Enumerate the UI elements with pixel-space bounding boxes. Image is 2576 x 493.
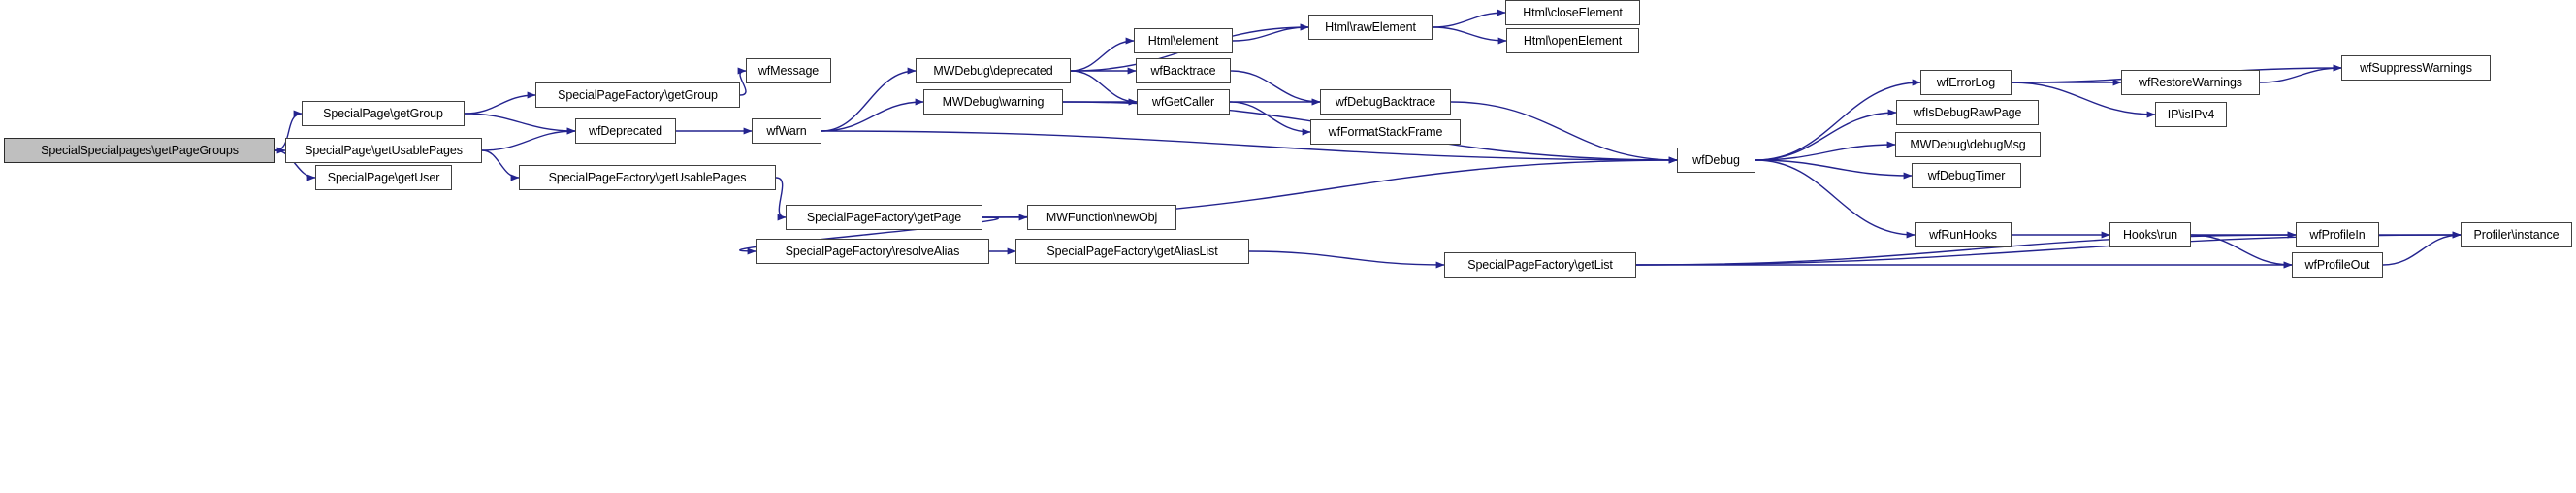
graph-node-n33[interactable]: wfProfileIn xyxy=(2296,222,2379,247)
graph-node-n19[interactable]: Html\openElement xyxy=(1506,28,1639,53)
graph-node-n22[interactable]: SpecialPageFactory\getAliasList xyxy=(1015,239,1249,264)
graph-node-n34[interactable]: Profiler\instance xyxy=(2461,222,2572,247)
graph-node-label: wfMessage xyxy=(757,63,820,78)
graph-node-n24[interactable]: wfErrorLog xyxy=(1920,70,2012,95)
graph-node-label: MWDebug\deprecated xyxy=(933,63,1053,78)
graph-node-n26[interactable]: MWDebug\debugMsg xyxy=(1895,132,2041,157)
graph-node-n1[interactable]: SpecialPage\getGroup xyxy=(302,101,465,126)
graph-node-n25[interactable]: wfIsDebugRawPage xyxy=(1896,100,2039,125)
graph-node-n2[interactable]: SpecialPage\getUsablePages xyxy=(285,138,482,163)
graph-node-n3[interactable]: SpecialPage\getUser xyxy=(315,165,452,190)
graph-node-label: wfBacktrace xyxy=(1150,63,1216,78)
graph-node-n36[interactable]: SpecialPageFactory\getList xyxy=(1444,252,1636,278)
graph-node-n13[interactable]: wfBacktrace xyxy=(1136,58,1231,83)
graph-node-label: wfDebugBacktrace xyxy=(1335,94,1436,109)
graph-node-n6[interactable]: SpecialPageFactory\getUsablePages xyxy=(519,165,776,190)
graph-node-label: wfFormatStackFrame xyxy=(1328,124,1443,139)
graph-node-n32[interactable]: Hooks\run xyxy=(2109,222,2191,247)
graph-node-label: Html\element xyxy=(1147,33,1219,48)
graph-node-n11[interactable]: MWDebug\warning xyxy=(923,89,1063,115)
graph-node-n21[interactable]: SpecialPageFactory\resolveAlias xyxy=(756,239,989,264)
graph-node-label: SpecialSpecialpages\getPageGroups xyxy=(41,143,239,157)
graph-node-label: wfDebugTimer xyxy=(1927,168,2006,182)
graph-node-label: wfDeprecated xyxy=(589,123,662,138)
graph-node-n17[interactable]: Html\rawElement xyxy=(1308,15,1433,40)
graph-node-label: SpecialPageFactory\resolveAlias xyxy=(785,244,960,258)
graph-node-n16[interactable]: wfFormatStackFrame xyxy=(1310,119,1461,145)
graph-node-n29[interactable]: IP\isIPv4 xyxy=(2155,102,2227,127)
graph-node-n28[interactable]: wfRestoreWarnings xyxy=(2121,70,2260,95)
graph-node-label: wfRunHooks xyxy=(1929,227,1997,242)
graph-node-label: MWDebug\debugMsg xyxy=(1910,137,2026,151)
graph-node-n23[interactable]: wfDebug xyxy=(1677,148,1755,173)
graph-node-label: Hooks\run xyxy=(2122,227,2178,242)
graph-node-label: MWDebug\warning xyxy=(942,94,1045,109)
graph-node-label: Html\openElement xyxy=(1523,33,1623,48)
graph-node-label: IP\isIPv4 xyxy=(2167,107,2215,121)
graph-node-label: Profiler\instance xyxy=(2473,227,2560,242)
graph-node-n7[interactable]: wfMessage xyxy=(746,58,831,83)
graph-node-label: SpecialPage\getGroup xyxy=(323,106,443,120)
graph-node-label: wfDebug xyxy=(1692,152,1740,167)
graph-node-label: wfProfileOut xyxy=(2304,257,2370,272)
graph-node-n31[interactable]: wfRunHooks xyxy=(1915,222,2012,247)
graph-node-n9[interactable]: SpecialPageFactory\getPage xyxy=(786,205,982,230)
graph-node-n12[interactable]: Html\element xyxy=(1134,28,1233,53)
graph-node-n18[interactable]: Html\closeElement xyxy=(1505,0,1640,25)
graph-node-n15[interactable]: wfDebugBacktrace xyxy=(1320,89,1451,115)
graph-node-n0[interactable]: SpecialSpecialpages\getPageGroups xyxy=(4,138,275,163)
graph-node-label: SpecialPageFactory\getAliasList xyxy=(1046,244,1218,258)
graph-node-label: wfErrorLog xyxy=(1936,75,1996,89)
graph-node-label: wfRestoreWarnings xyxy=(2139,75,2242,89)
graph-node-n30[interactable]: wfSuppressWarnings xyxy=(2341,55,2491,81)
graph-node-label: SpecialPageFactory\getUsablePages xyxy=(548,170,747,184)
graph-node-n4[interactable]: SpecialPageFactory\getGroup xyxy=(535,82,740,108)
graph-node-label: wfGetCaller xyxy=(1151,94,1215,109)
graph-node-label: Html\closeElement xyxy=(1523,5,1623,19)
graph-node-label: MWFunction\newObj xyxy=(1046,210,1158,224)
graph-node-n27[interactable]: wfDebugTimer xyxy=(1912,163,2021,188)
graph-node-label: wfIsDebugRawPage xyxy=(1913,105,2022,119)
graph-node-n35[interactable]: wfProfileOut xyxy=(2292,252,2383,278)
graph-node-label: SpecialPageFactory\getGroup xyxy=(558,87,718,102)
graph-node-n10[interactable]: MWDebug\deprecated xyxy=(916,58,1071,83)
graph-node-label: SpecialPageFactory\getPage xyxy=(806,210,962,224)
graph-node-label: wfWarn xyxy=(766,123,807,138)
graph-node-n20[interactable]: MWFunction\newObj xyxy=(1027,205,1176,230)
graph-node-n14[interactable]: wfGetCaller xyxy=(1137,89,1230,115)
graph-node-label: wfSuppressWarnings xyxy=(2360,60,2472,75)
graph-node-label: SpecialPage\getUser xyxy=(327,170,440,184)
graph-node-label: wfProfileIn xyxy=(2309,227,2366,242)
graph-node-n5[interactable]: wfDeprecated xyxy=(575,118,676,144)
graph-node-label: Html\rawElement xyxy=(1325,19,1416,34)
graph-node-label: SpecialPage\getUsablePages xyxy=(305,143,463,157)
graph-node-n8[interactable]: wfWarn xyxy=(752,118,821,144)
graph-node-label: SpecialPageFactory\getList xyxy=(1467,257,1613,272)
